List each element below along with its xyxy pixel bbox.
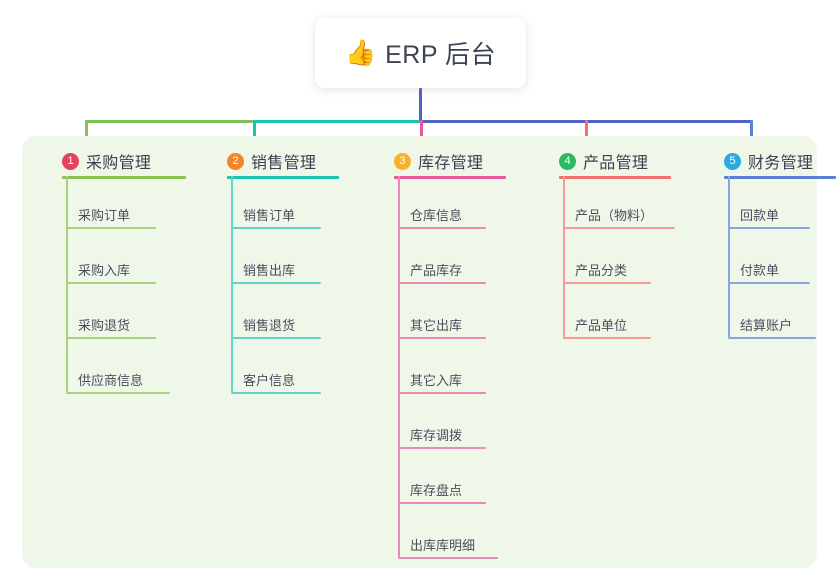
branch-spine <box>66 176 68 392</box>
branch-sub-item-label: 产品单位 <box>575 318 628 333</box>
branch-sub-item-rule <box>398 557 498 559</box>
branch-sub-item-label: 客户信息 <box>243 373 296 388</box>
branch-header-4[interactable]: 4 产品管理 <box>537 146 648 176</box>
branch-sub-item-rule <box>66 282 156 284</box>
branch-sub-item[interactable]: 产品单位 <box>563 315 651 339</box>
branch-sub-item[interactable]: 客户信息 <box>231 370 321 394</box>
branch-header-1[interactable]: 1 采购管理 <box>40 146 151 176</box>
branch-sub-item-rule <box>231 337 321 339</box>
branch-title: 库存管理 <box>418 155 484 172</box>
branch-sub-item-label: 销售出库 <box>243 263 296 278</box>
branch-number-badge: 1 <box>62 152 79 170</box>
thumbs-up-icon: 👍 <box>344 38 377 67</box>
branch-sub-item[interactable]: 销售退货 <box>231 315 321 339</box>
branch-spine <box>231 176 233 392</box>
branch-sub-item-label: 销售退货 <box>243 318 296 333</box>
branch-sub-item-rule <box>563 337 651 339</box>
branch-sub-item-label: 销售订单 <box>243 208 296 223</box>
branch-sub-item[interactable]: 采购订单 <box>66 205 156 229</box>
branch-sub-item-label: 出库库明细 <box>410 538 476 553</box>
branch-number-badge: 4 <box>559 152 576 170</box>
branch-sub-item-label: 采购入库 <box>78 263 131 278</box>
branch-header-rule <box>559 176 671 179</box>
branch-sub-item-rule <box>728 227 810 229</box>
branch-sub-item[interactable]: 销售订单 <box>231 205 321 229</box>
branch-sub-item[interactable]: 采购退货 <box>66 315 156 339</box>
branch-header-5[interactable]: 5 财务管理 <box>702 146 813 176</box>
branch-sub-item-rule <box>728 282 810 284</box>
branches-panel <box>22 136 817 568</box>
branch-sub-item-label: 回款单 <box>740 208 780 223</box>
branch-sub-item-rule <box>66 337 156 339</box>
branch-sub-item-label: 产品库存 <box>410 263 463 278</box>
branch-sub-item[interactable]: 付款单 <box>728 260 810 284</box>
branch-sub-item[interactable]: 采购入库 <box>66 260 156 284</box>
branch-sub-item-rule <box>563 282 651 284</box>
branch-spine <box>563 176 565 337</box>
branch-sub-item-rule <box>398 337 486 339</box>
branch-header-rule <box>227 176 339 179</box>
branch-title: 销售管理 <box>251 155 317 172</box>
branch-sub-item-label: 其它出库 <box>410 318 463 333</box>
branch-sub-item[interactable]: 其它出库 <box>398 315 486 339</box>
branch-sub-item[interactable]: 其它入库 <box>398 370 486 394</box>
branch-sub-item[interactable]: 供应商信息 <box>66 370 170 394</box>
branch-sub-item-rule <box>231 227 321 229</box>
branch-sub-item[interactable]: 销售出库 <box>231 260 321 284</box>
branch-sub-item-rule <box>66 392 170 394</box>
branch-sub-item[interactable]: 产品分类 <box>563 260 651 284</box>
branch-title: 财务管理 <box>748 155 814 172</box>
branch-header-rule <box>394 176 506 179</box>
branch-sub-item-rule <box>398 227 486 229</box>
branch-sub-item-rule <box>231 282 321 284</box>
branch-sub-item-label: 库存调拨 <box>410 428 463 443</box>
trunk-segment-green <box>85 120 253 123</box>
root-title: ERP 后台 <box>385 41 497 69</box>
branch-title: 产品管理 <box>583 155 649 172</box>
branch-header-2[interactable]: 2 销售管理 <box>205 146 316 176</box>
branch-sub-item-label: 其它入库 <box>410 373 463 388</box>
branch-sub-item[interactable]: 库存调拨 <box>398 425 486 449</box>
branch-spine <box>398 176 400 557</box>
branch-sub-item[interactable]: 出库库明细 <box>398 535 498 559</box>
branch-sub-item-rule <box>66 227 156 229</box>
branch-header-rule <box>724 176 836 179</box>
branch-sub-item[interactable]: 回款单 <box>728 205 810 229</box>
trunk-segment-teal <box>253 120 420 123</box>
branch-header-rule <box>62 176 186 179</box>
branch-sub-item-rule <box>398 447 486 449</box>
branch-sub-item[interactable]: 产品（物料） <box>563 205 675 229</box>
branch-sub-item-rule <box>398 392 486 394</box>
branch-sub-item-rule <box>398 502 486 504</box>
branch-sub-item-label: 付款单 <box>740 263 780 278</box>
branch-sub-item-label: 采购订单 <box>78 208 131 223</box>
branch-sub-item[interactable]: 产品库存 <box>398 260 486 284</box>
root-stem-line <box>419 88 422 123</box>
branch-sub-item-label: 仓库信息 <box>410 208 463 223</box>
branch-sub-item-label: 供应商信息 <box>78 373 144 388</box>
branch-sub-item-rule <box>398 282 486 284</box>
branch-sub-item-label: 库存盘点 <box>410 483 463 498</box>
branch-sub-item-label: 结算账户 <box>740 318 793 333</box>
branch-number-badge: 2 <box>227 152 244 170</box>
branch-sub-item[interactable]: 仓库信息 <box>398 205 486 229</box>
branch-spine <box>728 176 730 337</box>
branch-sub-item-rule <box>728 337 816 339</box>
branch-sub-item-label: 产品（物料） <box>575 208 654 223</box>
branch-title: 采购管理 <box>86 155 152 172</box>
branch-sub-item[interactable]: 库存盘点 <box>398 480 486 504</box>
branch-sub-item[interactable]: 结算账户 <box>728 315 816 339</box>
branch-sub-item-rule <box>563 227 675 229</box>
branch-sub-item-label: 产品分类 <box>575 263 628 278</box>
branch-header-3[interactable]: 3 库存管理 <box>372 146 483 176</box>
branch-sub-item-rule <box>231 392 321 394</box>
branch-number-badge: 3 <box>394 152 411 170</box>
branch-sub-item-label: 采购退货 <box>78 318 131 333</box>
root-node-card[interactable]: 👍 ERP 后台 <box>315 18 526 88</box>
branch-number-badge: 5 <box>724 152 741 170</box>
